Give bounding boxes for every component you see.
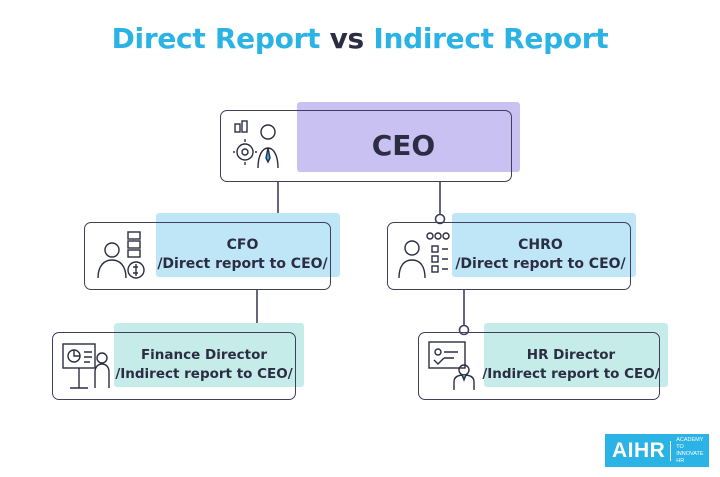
- people-officer-icon: [396, 228, 452, 282]
- finance-director-label: Finance Director /Indirect report to CEO…: [114, 332, 294, 398]
- ceo-frame: [220, 110, 512, 182]
- finance-officer-icon: [94, 228, 150, 282]
- hr-director-title: HR Director: [526, 347, 616, 363]
- chro-frame: [387, 222, 631, 290]
- cfo-title: CFO: [226, 237, 259, 253]
- logo-tagline-2: INNOVATE HR: [676, 450, 704, 464]
- hr-director-relation: /Indirect report to CEO/: [482, 366, 660, 382]
- ceo-title: CEO: [371, 128, 436, 162]
- presentation-icon: [60, 338, 114, 392]
- logo-tagline-1: ACADEMY TO: [676, 436, 704, 450]
- finance-director-title: Finance Director: [140, 347, 268, 363]
- finance-director-highlight: [114, 323, 304, 387]
- connector-dot-chro: [434, 213, 446, 225]
- title-vs: vs: [329, 22, 365, 55]
- ceo-label: CEO: [297, 110, 510, 180]
- chro-label: CHRO /Direct report to CEO/: [452, 222, 629, 288]
- title-direct-report: Direct Report: [111, 22, 321, 55]
- executive-icon: [232, 118, 288, 174]
- title-indirect-report: Indirect Report: [373, 22, 609, 55]
- finance-director-relation: /Indirect report to CEO/: [115, 366, 293, 382]
- chro-highlight: [452, 213, 636, 277]
- cfo-label: CFO /Direct report to CEO/: [156, 222, 329, 288]
- hr-director-label: HR Director /Indirect report to CEO/: [482, 332, 660, 398]
- manager-board-icon: [426, 338, 482, 392]
- logo-brand: AIHR: [612, 438, 666, 462]
- hr-director-highlight: [484, 323, 668, 387]
- cfo-relation: /Direct report to CEO/: [157, 256, 328, 272]
- cfo-frame: [84, 222, 331, 290]
- ceo-highlight: [297, 102, 520, 172]
- chro-relation: /Direct report to CEO/: [455, 256, 626, 272]
- logo-divider: [670, 440, 672, 461]
- hr-director-frame: [418, 332, 660, 400]
- finance-director-frame: [52, 332, 296, 400]
- cfo-highlight: [156, 213, 340, 277]
- chro-title: CHRO: [518, 237, 563, 253]
- aihr-logo: AIHR ACADEMY TO INNOVATE HR: [605, 434, 709, 467]
- page-title: Direct Report vs Indirect Report: [0, 22, 720, 55]
- logo-tagline: ACADEMY TO INNOVATE HR: [676, 437, 709, 465]
